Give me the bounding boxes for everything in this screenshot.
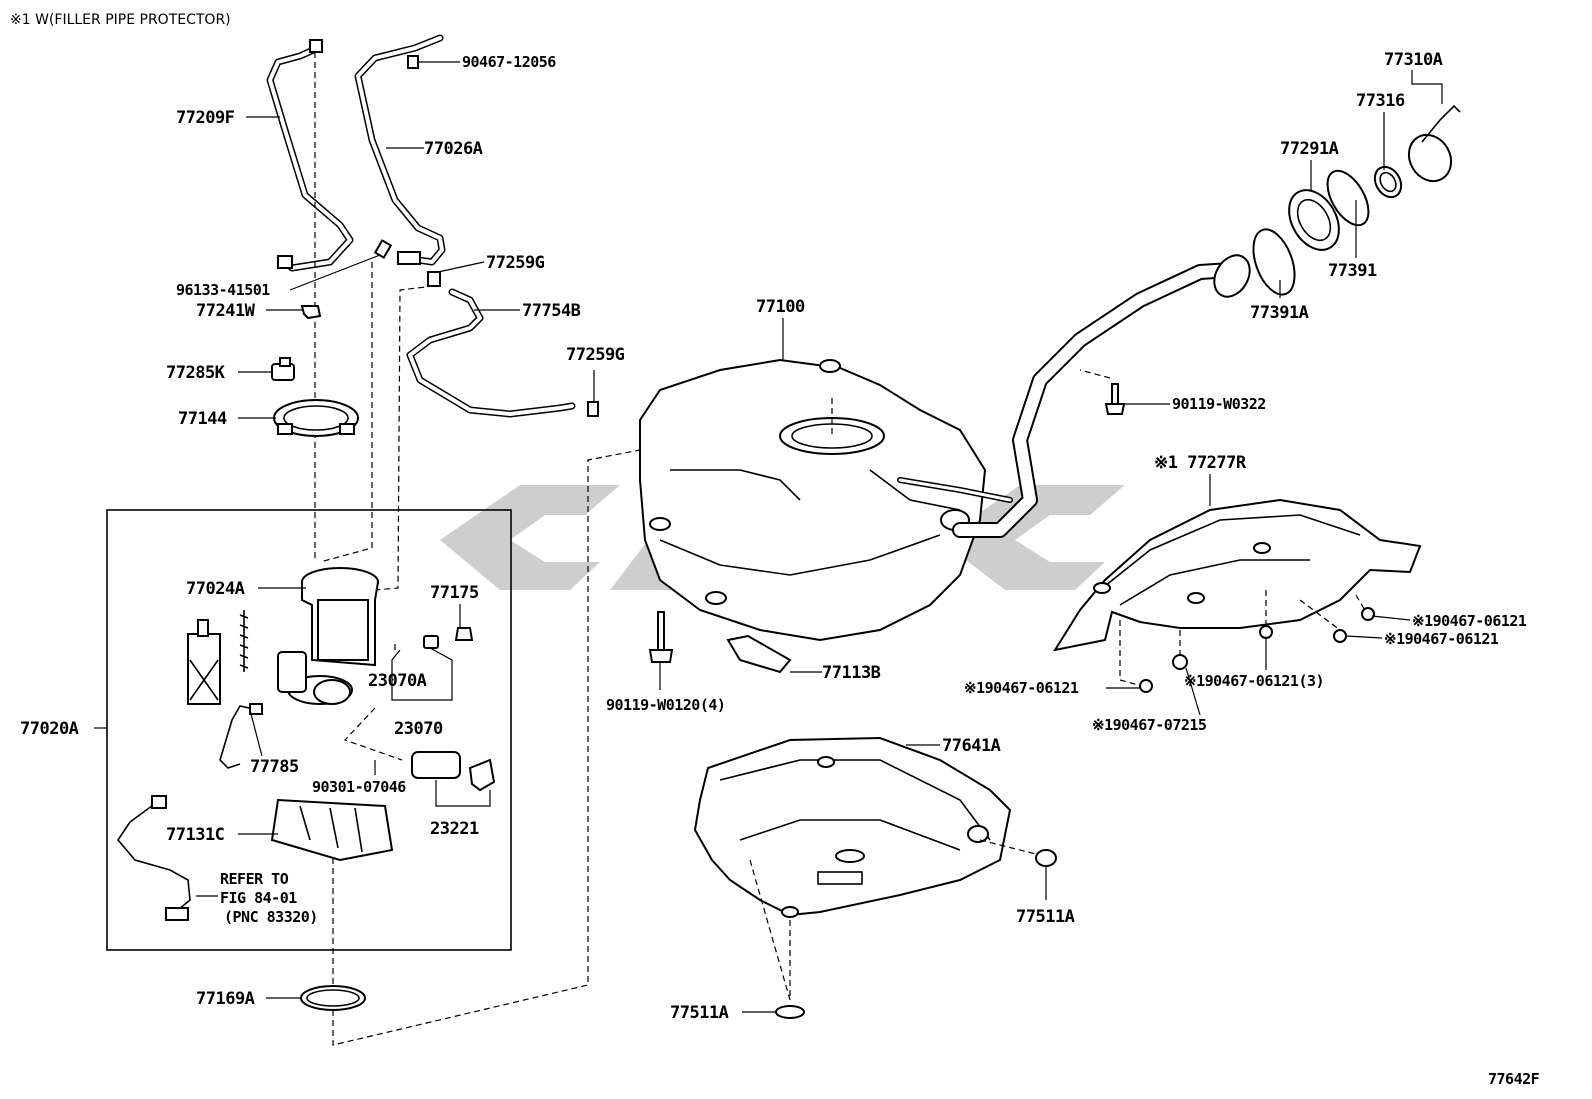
refer-to-line2: FIG 84-01 [220,889,297,907]
guide-line-77511A-bottom [749,859,791,1001]
label-77144: 77144 [178,409,227,429]
hose-clip-77259G-lower[interactable] [587,401,599,417]
vent-pipe-77026A[interactable] [354,34,446,266]
label-90119-W0120: 90119-W0120(4) [606,696,725,714]
label-77641A: 77641A [942,736,1001,756]
refer-to-line1: REFER TO [220,870,289,888]
guide-line-protector-a [1119,620,1143,687]
suction-plate-77131C[interactable] [270,798,394,862]
guide-line-77511A-right [979,839,1041,856]
label-77277R: ※1 77277R [1154,453,1247,473]
nut-190467-06121-c[interactable] [1139,679,1153,693]
filler-pipe-protector-77277R[interactable] [1052,498,1422,652]
part-77175[interactable] [454,627,474,641]
guide-line-protector-e [1355,594,1367,613]
hose-clip-77259G-upper[interactable] [427,271,441,287]
nut-190467-06121-b[interactable] [1333,629,1347,643]
gasket-77169A[interactable] [300,985,366,1011]
label-77310A: 77310A [1384,50,1443,70]
breather-tube-77209F[interactable] [266,39,354,272]
label-77285K: 77285K [166,363,226,383]
hose-77754B[interactable] [406,288,576,418]
wire-harness-in-box [116,795,191,921]
nut-190467-06121-3[interactable] [1259,625,1273,639]
label-77754B: 77754B [522,301,581,321]
bolt-90119-W0322[interactable] [1104,383,1126,415]
wire-harness-77785[interactable] [219,703,263,769]
label-96133-41501: 96133-41501 [176,281,270,299]
label-77511A-bottom: 77511A [670,1003,729,1023]
label-77391: 77391 [1328,261,1377,281]
label-90467-12056: 90467-12056 [462,53,556,71]
label-77131C: 77131C [166,825,224,845]
label-77209F: 77209F [176,108,235,128]
retainer-ring-77144[interactable] [273,399,359,437]
pump-spring [239,610,249,672]
label-77259G-upper: 77259G [486,253,545,273]
label-190467-06121-c: ※190467-06121 [964,679,1079,697]
guide-line-90119-W0322 [1079,369,1111,379]
label-23070A: 23070A [368,671,427,691]
guide-line-77026A [319,262,373,563]
filler-pipe[interactable] [897,249,1257,538]
label-77259G-lower: 77259G [566,345,625,365]
label-190467-06121-b: ※190467-06121 [1384,630,1499,648]
label-77020A: 77020A [20,719,79,739]
tank-protector-77641A[interactable] [693,736,1012,918]
label-77169A: 77169A [196,989,255,1009]
label-23221: 23221 [430,819,479,839]
fuel-pump-23221[interactable] [411,751,496,792]
label-77391A: 77391A [1250,303,1309,323]
label-77241W: 77241W [196,301,256,321]
bracket-23070 [391,647,453,701]
label-90301-07046: 90301-07046 [312,778,406,796]
filler-holder-77291A[interactable] [1279,181,1349,258]
label-77291A: 77291A [1280,139,1339,159]
clip-77241W[interactable] [300,305,322,320]
gasket-77391A[interactable] [1245,224,1302,300]
label-77026A: 77026A [424,139,483,159]
bolt-90119-W0120[interactable] [648,611,674,663]
label-77113B: 77113B [822,663,881,683]
refer-to-line3: (PNC 83320) [224,908,318,926]
label-77175: 77175 [430,583,479,603]
label-77316: 77316 [1356,91,1405,111]
label-77100: 77100 [756,297,805,317]
fuel-pump-module-77024A[interactable] [277,567,379,705]
figure-number: 77642F [1488,1070,1540,1088]
bracket-23221 [435,780,491,807]
clip-77511A-right[interactable] [1035,849,1057,867]
ring-77316[interactable] [1370,162,1407,202]
nut-190467-07215[interactable] [1172,654,1188,670]
fuel-tank-77100[interactable] [639,358,987,642]
guide-line-tank [332,449,641,1046]
clip-96133-41501[interactable] [373,239,393,259]
part-23070A[interactable] [423,635,439,649]
label-77024A: 77024A [186,579,245,599]
label-190467-07215: ※190467-07215 [1092,716,1207,734]
bracket-77113B[interactable] [726,634,792,674]
leader-lines [94,61,1443,1013]
fuel-sender-unit[interactable] [187,619,221,705]
label-23070: 23070 [394,719,443,739]
label-190467-06121-3: ※190467-06121(3) [1184,672,1324,690]
label-190467-06121-a: ※190467-06121 [1412,612,1527,630]
guide-line-90301 [343,707,403,761]
header-note: ※1 W(FILLER PIPE PROTECTOR) [10,12,231,28]
fuel-cap-77310A[interactable] [1401,104,1461,189]
label-77785: 77785 [250,757,299,777]
label-77511A-right: 77511A [1016,907,1075,927]
gasket-77391[interactable] [1319,164,1377,232]
guide-line-77259G [374,285,435,591]
guide-line-protector-d [1299,599,1341,631]
fuel-pump-assembly-box [106,509,512,951]
connector-77285K[interactable] [271,357,295,381]
label-90119-W0322: 90119-W0322 [1172,395,1266,413]
clip-77511A-bottom[interactable] [775,1005,805,1019]
nut-190467-06121-a[interactable] [1361,607,1375,621]
